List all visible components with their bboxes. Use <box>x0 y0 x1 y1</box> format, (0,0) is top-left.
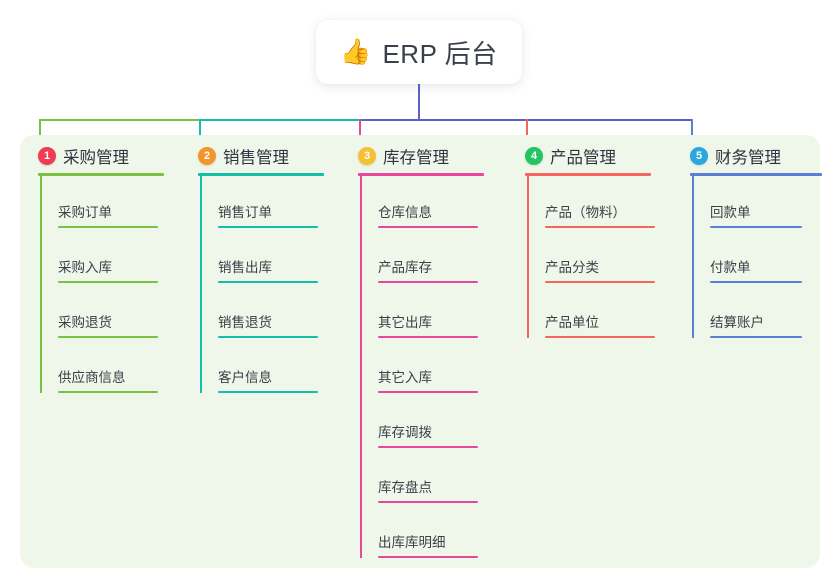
leaf-underline <box>710 336 802 338</box>
branch-badge-4: 4 <box>525 147 543 165</box>
branch-title-2: 销售管理 <box>223 149 289 167</box>
leaf-underline <box>545 226 655 228</box>
trunk-segment-1 <box>39 119 201 121</box>
branch-badge-1: 1 <box>38 147 56 165</box>
leaf-item[interactable]: 库存调拨 <box>378 393 478 448</box>
leaf-underline <box>545 281 655 283</box>
leaf-underline <box>218 391 318 393</box>
leaf-label: 产品库存 <box>378 260 432 275</box>
leaf-underline <box>378 446 478 448</box>
branch-badge-5: 5 <box>690 147 708 165</box>
leaf-item[interactable]: 出库库明细 <box>378 503 478 558</box>
leaf-label: 付款单 <box>710 260 751 275</box>
leaf-underline <box>710 281 802 283</box>
leaf-underline <box>58 281 158 283</box>
leaf-label: 其它出库 <box>378 315 432 330</box>
leaf-label: 采购退货 <box>58 315 112 330</box>
leaf-item[interactable]: 回款单 <box>710 173 802 228</box>
leaf-label: 其它入库 <box>378 370 432 385</box>
leaf-item[interactable]: 仓库信息 <box>378 173 478 228</box>
leaf-label: 产品（物料） <box>545 205 626 220</box>
leaf-underline <box>378 336 478 338</box>
leaf-item[interactable]: 其它入库 <box>378 338 478 393</box>
leaf-label: 客户信息 <box>218 370 272 385</box>
trunk-segment-2 <box>199 119 361 121</box>
branch-spine-2 <box>200 173 202 393</box>
leaf-item[interactable]: 其它出库 <box>378 283 478 338</box>
leaf-underline <box>218 226 318 228</box>
branch-header-4[interactable]: 4 产品管理 <box>525 144 616 168</box>
leaf-underline <box>545 336 655 338</box>
leaf-label: 仓库信息 <box>378 205 432 220</box>
leaf-item[interactable]: 销售退货 <box>218 283 318 338</box>
leaf-underline <box>58 391 158 393</box>
leaf-item[interactable]: 付款单 <box>710 228 802 283</box>
leaf-item[interactable]: 产品（物料） <box>545 173 655 228</box>
leaf-item[interactable]: 产品单位 <box>545 283 655 338</box>
branch-spine-5 <box>692 173 694 338</box>
leaf-underline <box>378 556 478 558</box>
leaf-label: 回款单 <box>710 205 751 220</box>
leaf-item[interactable]: 销售出库 <box>218 228 318 283</box>
branch-badge-3: 3 <box>358 147 376 165</box>
branch-header-2[interactable]: 2 销售管理 <box>198 144 289 168</box>
leaf-underline <box>58 336 158 338</box>
branch-badge-2: 2 <box>198 147 216 165</box>
branch-underline-1 <box>38 173 164 176</box>
leaf-underline <box>58 226 158 228</box>
leaf-item[interactable]: 采购入库 <box>58 228 158 283</box>
leaf-label: 销售订单 <box>218 205 272 220</box>
leaf-label: 采购订单 <box>58 205 112 220</box>
leaf-item[interactable]: 销售订单 <box>218 173 318 228</box>
leaf-label: 结算账户 <box>710 315 764 330</box>
leaf-label: 出库库明细 <box>378 535 446 550</box>
branch-title-5: 财务管理 <box>715 149 781 167</box>
branch-spine-1 <box>40 173 42 393</box>
leaf-underline <box>710 226 802 228</box>
leaf-underline <box>378 501 478 503</box>
leaf-item[interactable]: 采购退货 <box>58 283 158 338</box>
leaf-label: 供应商信息 <box>58 370 126 385</box>
branch-underline-3 <box>358 173 484 176</box>
branch-underline-4 <box>525 173 651 176</box>
branch-spine-4 <box>527 173 529 338</box>
branch-header-5[interactable]: 5 财务管理 <box>690 144 781 168</box>
leaf-item[interactable]: 客户信息 <box>218 338 318 393</box>
leaf-item[interactable]: 供应商信息 <box>58 338 158 393</box>
leaf-label: 库存调拨 <box>378 425 432 440</box>
leaf-underline <box>218 281 318 283</box>
branch-header-3[interactable]: 3 库存管理 <box>358 144 449 168</box>
leaf-underline <box>218 336 318 338</box>
branch-title-3: 库存管理 <box>383 149 449 167</box>
root-node-content: 👍 ERP 后台 <box>340 34 497 71</box>
root-stem-connector <box>418 84 420 121</box>
leaf-underline <box>378 391 478 393</box>
leaf-label: 产品单位 <box>545 315 599 330</box>
branch-title-1: 采购管理 <box>63 149 129 167</box>
leaf-label: 采购入库 <box>58 260 112 275</box>
leaf-label: 库存盘点 <box>378 480 432 495</box>
leaf-item[interactable]: 结算账户 <box>710 283 802 338</box>
branch-underline-2 <box>198 173 324 176</box>
branch-spine-3 <box>360 173 362 558</box>
branch-title-4: 产品管理 <box>550 149 616 167</box>
branch-underline-5 <box>690 173 822 176</box>
leaf-item[interactable]: 产品分类 <box>545 228 655 283</box>
leaf-label: 销售出库 <box>218 260 272 275</box>
root-node[interactable]: 👍 ERP 后台 <box>316 20 522 84</box>
leaf-item[interactable]: 采购订单 <box>58 173 158 228</box>
branches-panel: 1 采购管理采购订单采购入库采购退货供应商信息 2 销售管理销售订单销售出库销售退货客… <box>20 135 822 568</box>
root-title: ERP 后台 <box>382 38 498 69</box>
leaf-item[interactable]: 库存盘点 <box>378 448 478 503</box>
branch-header-1[interactable]: 1 采购管理 <box>38 144 129 168</box>
thumbs-up-icon: 👍 <box>340 37 372 66</box>
leaf-label: 产品分类 <box>545 260 599 275</box>
leaf-label: 销售退货 <box>218 315 272 330</box>
leaf-underline <box>378 226 478 228</box>
leaf-underline <box>378 281 478 283</box>
leaf-item[interactable]: 产品库存 <box>378 228 478 283</box>
